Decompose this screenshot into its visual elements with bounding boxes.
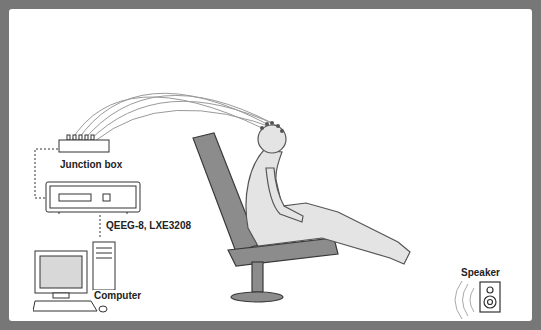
- computer-shape: [33, 239, 135, 315]
- junction-box-shape: [58, 134, 110, 154]
- device-node: Computer: [33, 239, 135, 315]
- cable-connector: [100, 215, 101, 239]
- electrodes: [260, 121, 284, 133]
- qeeg-device-shape: [45, 181, 141, 215]
- speaker-shape: [478, 281, 502, 313]
- sound-waves: [455, 281, 474, 319]
- electrode-wires: [71, 93, 282, 141]
- device-label: QEEG-8, LXE3208: [105, 220, 192, 232]
- person: [246, 125, 410, 264]
- device-label: Speaker: [460, 267, 501, 279]
- device-node: Speaker: [458, 262, 502, 313]
- device-label: Junction box: [59, 159, 123, 171]
- device-node: Junction box: [58, 134, 123, 172]
- device-label: Computer: [93, 290, 142, 302]
- device-node: QEEG-8, LXE3208: [45, 181, 192, 233]
